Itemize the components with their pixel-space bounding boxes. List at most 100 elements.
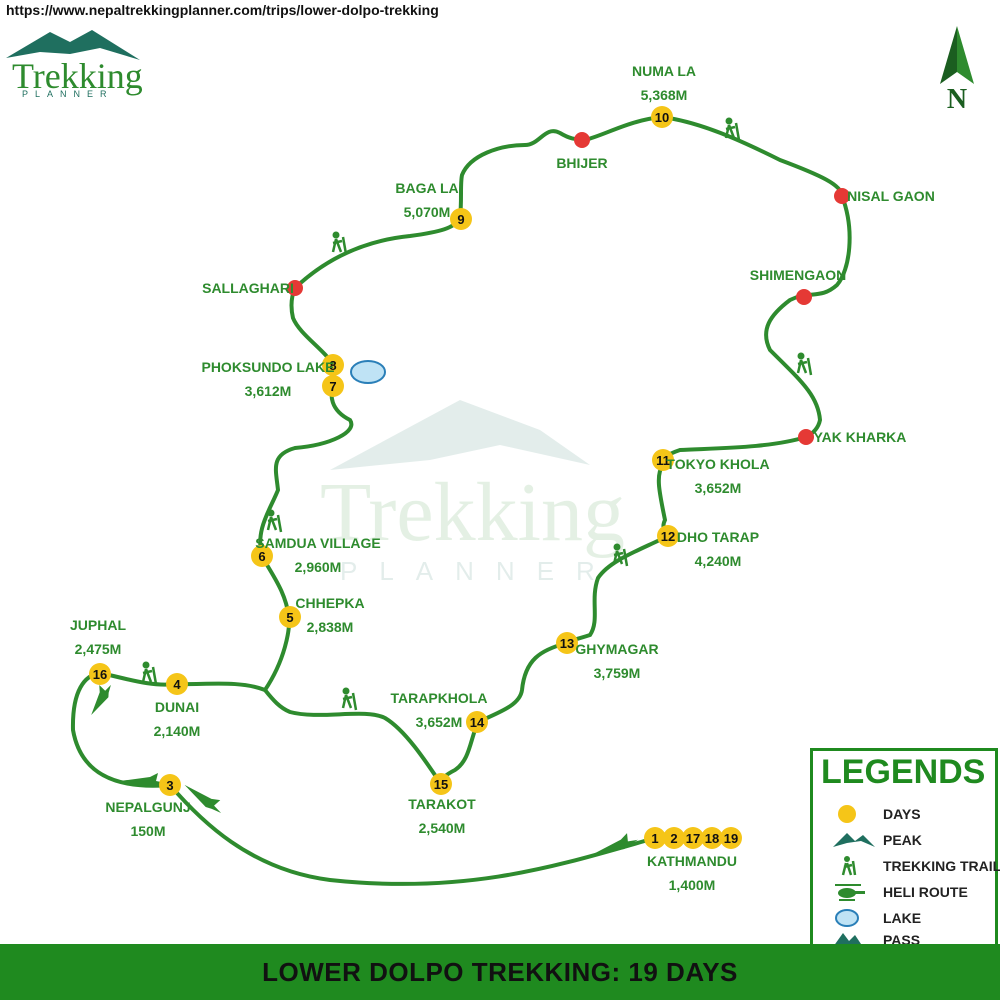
map-title-banner: LOWER DOLPO TREKKING: 19 DAYS xyxy=(0,944,1000,1000)
day-marker: 1 xyxy=(644,827,666,849)
day-marker: 12 xyxy=(657,525,679,547)
airplane-icon xyxy=(120,773,166,787)
legend-item-label: PEAK xyxy=(883,832,922,848)
place-name: DUNAI xyxy=(155,699,199,715)
trekker-icon xyxy=(266,509,283,533)
day-number: 1 xyxy=(651,831,658,846)
helicopter-icon xyxy=(835,884,865,901)
page-url: https://www.nepaltrekkingplanner.com/tri… xyxy=(6,2,439,18)
legend-item: HELI ROUTE xyxy=(813,881,993,903)
place-label-phoksundo: PHOKSUNDO LAKE 3,612M xyxy=(201,359,334,399)
trekker-icon xyxy=(331,231,348,255)
place-elevation: 2,475M xyxy=(75,641,122,657)
place-label-nepalgunj: NEPALGUNJ 150M xyxy=(105,799,190,839)
day-marker: 15 xyxy=(430,773,452,795)
trekker-icon xyxy=(724,117,741,141)
day-marker: 18 xyxy=(701,827,723,849)
day-number: 4 xyxy=(173,677,181,692)
place-name: PHOKSUNDO LAKE xyxy=(201,359,334,375)
place-elevation: 2,140M xyxy=(154,723,201,739)
lake-icon xyxy=(835,909,859,927)
place-elevation: 3,612M xyxy=(245,383,292,399)
place-elevation: 3,652M xyxy=(416,714,463,730)
trekker-icon xyxy=(141,661,158,685)
place-elevation: 5,368M xyxy=(641,87,688,103)
day-marker: 13 xyxy=(556,632,578,654)
legend-item: DAYS xyxy=(813,803,993,825)
legend-item-label: TREKKING TRAIL xyxy=(883,858,1000,874)
place-name: BAGA LA xyxy=(395,180,458,196)
place-label-sallaghari: SALLAGHARI xyxy=(202,280,294,296)
place-markers xyxy=(287,132,850,445)
place-label-baga-la: BAGA LA 5,070M xyxy=(395,180,458,220)
day-number: 15 xyxy=(434,777,448,792)
place-elevation: 5,070M xyxy=(404,204,451,220)
place-name: NISAL GAON xyxy=(847,188,935,204)
place-elevation: 2,960M xyxy=(295,559,342,575)
route-tarakot-junction xyxy=(263,688,443,786)
logo-brand-text: Trekking xyxy=(12,56,143,96)
day-number: 18 xyxy=(705,831,719,846)
place-name: GHYMAGAR xyxy=(575,641,658,657)
place-label-bhijer: BHIJER xyxy=(556,155,607,171)
legend-title: LEGENDS xyxy=(821,753,986,791)
peak-icon xyxy=(833,833,875,847)
day-marker: 11 xyxy=(652,449,674,471)
day-marker: 3 xyxy=(159,774,181,796)
north-compass: N xyxy=(940,26,974,115)
flight-route xyxy=(70,671,657,886)
place-marker xyxy=(287,280,303,296)
route-dunai-phoksundo xyxy=(258,286,354,692)
place-marker xyxy=(796,289,812,305)
place-label-nisal-gaon: NISAL GAON xyxy=(847,188,935,204)
place-elevation: 3,652M xyxy=(695,480,742,496)
place-elevation: 3,759M xyxy=(594,665,641,681)
day-number: 11 xyxy=(656,453,670,468)
day-marker: 8 xyxy=(322,354,344,376)
place-marker xyxy=(834,188,850,204)
day-number: 17 xyxy=(686,831,700,846)
watermark-sub: PLANNER xyxy=(340,556,617,586)
brand-logo: Trekking PLANNER xyxy=(6,30,143,99)
trekker-icon xyxy=(796,352,813,376)
day-number: 9 xyxy=(457,212,464,227)
trekker-icon xyxy=(612,543,629,567)
place-name: DHO TARAP xyxy=(677,529,759,545)
place-name: JUPHAL xyxy=(70,617,126,633)
watermark-logo: Trekking PLANNER xyxy=(320,400,625,586)
day-marker: 14 xyxy=(466,711,488,733)
day-marker: 10 xyxy=(651,106,673,128)
place-name: KATHMANDU xyxy=(647,853,737,869)
day-number: 8 xyxy=(329,358,336,373)
place-name: TOKYO KHOLA xyxy=(666,456,769,472)
legend-item-label: HELI ROUTE xyxy=(883,884,968,900)
place-label-juphal: JUPHAL 2,475M xyxy=(70,617,126,657)
place-label-numa-la: NUMA LA5,368M xyxy=(632,63,696,103)
day-marker: 17 xyxy=(682,827,704,849)
route-numa-yakkharka xyxy=(660,115,852,439)
legend-item-label: DAYS xyxy=(883,806,921,822)
legend-item: TREKKING TRAIL xyxy=(813,855,1000,877)
place-label-tokyo-khola: TOKYO KHOLA 3,652M xyxy=(666,456,769,496)
day-marker: 6 xyxy=(251,545,273,567)
airplane-icon xyxy=(184,784,222,813)
day-number: 16 xyxy=(93,667,107,682)
pass-icon xyxy=(833,933,863,947)
days-marker-icon xyxy=(838,805,856,823)
place-name: NEPALGUNJ xyxy=(105,799,190,815)
day-number: 13 xyxy=(560,636,574,651)
place-elevation: 2,838M xyxy=(307,619,354,635)
day-marker: 5 xyxy=(279,606,301,628)
place-elevation: 150M xyxy=(130,823,165,839)
place-label-ghymagar: GHYMAGAR 3,759M xyxy=(575,641,658,681)
legend-item: LAKE xyxy=(813,907,993,929)
trekker-icon xyxy=(341,687,358,711)
place-label-shimengaon: SHIMENGAON xyxy=(750,267,846,283)
day-number: 3 xyxy=(166,778,173,793)
day-marker: 16 xyxy=(89,663,111,685)
